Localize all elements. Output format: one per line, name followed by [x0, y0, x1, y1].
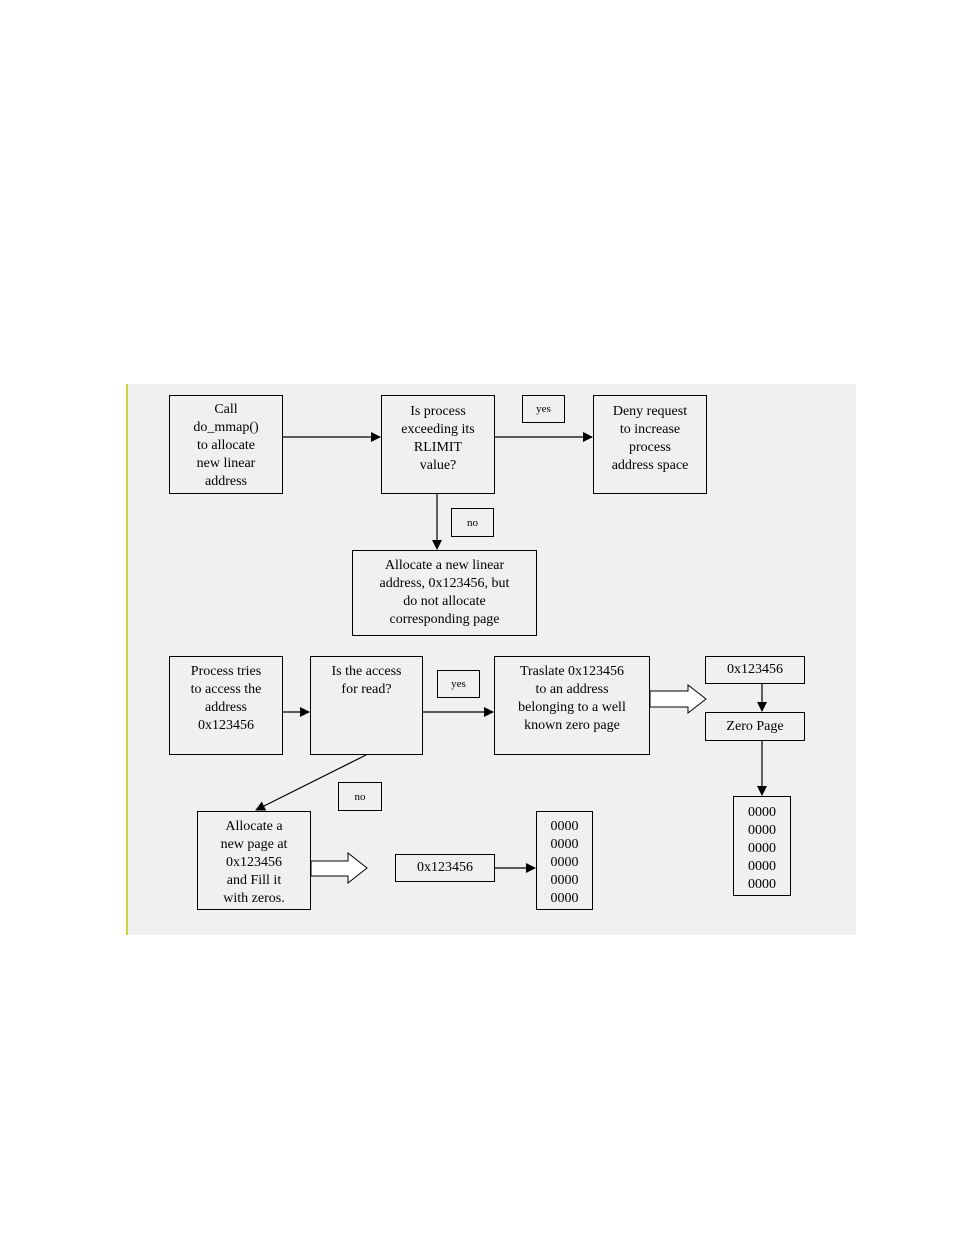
box-text-line: Deny request [612, 404, 688, 419]
deny-request-box: Deny request to increase process address sp… [593, 395, 707, 494]
no-label-top: no [451, 508, 494, 537]
box-text-line: 0000 [550, 873, 579, 888]
box-text-line: 0000 [550, 891, 579, 906]
box-text-line: Zero Page [726, 718, 784, 734]
zero-page-box: Zero Page [705, 712, 805, 741]
box-text-line: address [205, 700, 247, 715]
box-text-line: 0000 [748, 805, 776, 820]
allocate-linear-box: Allocate a new linear address, 0x123456, … [352, 550, 537, 636]
box-text-line: and Fill it [226, 873, 282, 888]
process-access-box: Process tries to access the address 0x12345… [169, 656, 283, 755]
read-check-box: Is the access for read? [310, 656, 423, 755]
box-text-line: address space [611, 458, 689, 473]
yes-label-top: yes [522, 395, 565, 423]
box-text-line: 0x123456 [198, 718, 254, 733]
box-text-line: Call [214, 402, 238, 417]
box-text-line: process [629, 440, 671, 455]
box-text-line: to access the [190, 682, 262, 697]
box-text-line: do_mmap() [193, 420, 259, 435]
box-text-line: Process tries [190, 664, 262, 679]
box-text-line: 0x123456 [226, 855, 282, 870]
box-text-line: value? [419, 458, 457, 473]
box-text-line: 0x123456 [727, 662, 783, 677]
box-text-line: 0000 [748, 877, 776, 892]
box-text-line: 0000 [748, 841, 776, 856]
new-address-box: 0x123456 [395, 854, 495, 882]
box-text-line: 0000 [550, 855, 579, 870]
yes-label-read: yes [437, 670, 480, 698]
box-text-line: Traslate 0x123456 [519, 664, 625, 679]
box-text-line: to increase [619, 422, 681, 437]
box-text-line: Allocate a [225, 819, 283, 834]
box-text-line: for read? [341, 682, 392, 697]
box-text-line: to allocate [197, 438, 255, 453]
box-text-line: 0000 [748, 823, 776, 838]
box-text-line: 0000 [550, 819, 579, 834]
box-text-line: do not allocate [403, 594, 486, 609]
allocate-page-box: Allocate a new page at 0x123456 and Fill it… [197, 811, 311, 910]
box-text-line: belonging to a well [518, 700, 626, 715]
new-memory-box: 0000 0000 0000 0000 0000 [536, 811, 593, 910]
call-mmap-box: Call do_mmap()to allocate new linear addres… [169, 395, 283, 494]
box-text-line: new linear [196, 456, 256, 471]
box-text-line: 0x123456 [417, 860, 473, 875]
zero-address-box: 0x123456 [705, 656, 805, 684]
box-text-line: address, 0x123456, but [379, 576, 510, 591]
no-label-read: no [338, 782, 382, 811]
box-text-line: address [205, 474, 247, 489]
box-text-line: with zeros. [223, 891, 285, 906]
translate-box: Traslate 0x123456 to an address belonging … [494, 656, 650, 755]
box-text-line: 0000 [748, 859, 776, 874]
zero-memory-box: 0000 0000 0000 0000 0000 [733, 796, 791, 896]
box-text-line: 0000 [550, 837, 579, 852]
box-text-line: new page at [220, 837, 288, 852]
box-text-line: Is the access [331, 664, 402, 679]
box-text-line: known zero page [524, 718, 620, 733]
box-text-line: corresponding page [389, 612, 500, 627]
box-text-line: exceeding its [401, 422, 475, 437]
box-text-line: RLIMIT [413, 440, 463, 455]
box-text-line: Allocate a new linear [384, 558, 505, 573]
box-text-line: to an address [535, 682, 609, 697]
box-text-line: Is process [410, 404, 466, 419]
